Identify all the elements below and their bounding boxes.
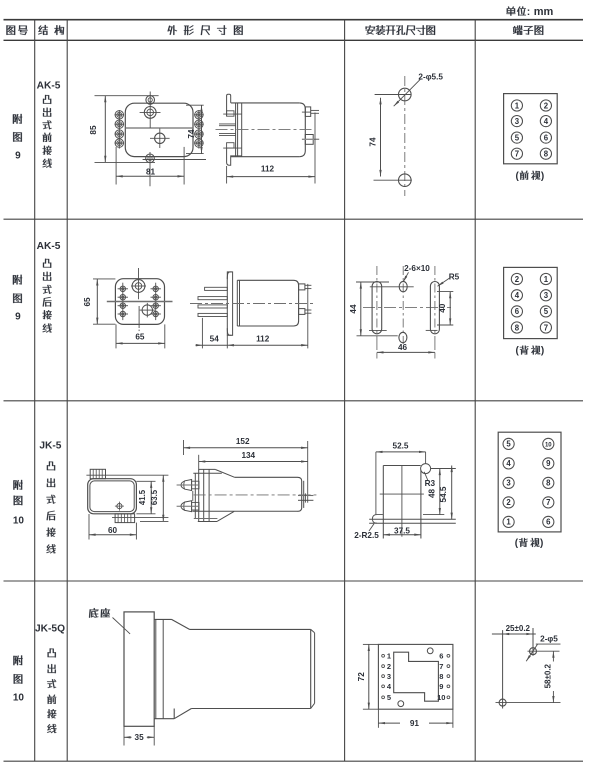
svg-text:91: 91 (410, 719, 420, 728)
svg-text:1: 1 (387, 652, 391, 661)
svg-text:8: 8 (515, 323, 520, 332)
svg-text:10: 10 (437, 693, 445, 702)
svg-text:(: ( (516, 171, 520, 182)
svg-text:2-R2.5: 2-R2.5 (354, 531, 379, 540)
svg-text:2: 2 (544, 101, 549, 110)
svg-text:): ) (540, 538, 543, 549)
svg-text:152: 152 (236, 437, 250, 446)
svg-text:(: ( (515, 538, 519, 549)
svg-text:): ) (541, 171, 544, 182)
svg-text:54.5: 54.5 (439, 486, 448, 502)
svg-text:AK-5: AK-5 (37, 80, 61, 91)
svg-text:7: 7 (544, 323, 548, 332)
svg-text:3: 3 (515, 117, 520, 126)
svg-text:(: ( (516, 346, 520, 357)
svg-text:1: 1 (515, 101, 520, 110)
svg-text:6: 6 (544, 133, 549, 142)
svg-text:3: 3 (544, 291, 549, 300)
svg-text:4: 4 (515, 291, 520, 300)
svg-text:72: 72 (357, 672, 366, 682)
svg-text:2: 2 (506, 498, 511, 507)
svg-text:AK-5: AK-5 (37, 241, 61, 252)
svg-text:48: 48 (427, 489, 436, 499)
svg-text:1: 1 (506, 518, 511, 527)
svg-text:85: 85 (89, 125, 98, 135)
svg-text:7: 7 (546, 498, 550, 507)
svg-text:63.5: 63.5 (150, 489, 159, 505)
svg-text:4: 4 (387, 682, 392, 691)
svg-text:10: 10 (13, 693, 25, 704)
svg-text:2: 2 (387, 662, 391, 671)
svg-text:2: 2 (515, 275, 520, 284)
svg-text:9: 9 (439, 682, 443, 691)
svg-text:3: 3 (387, 672, 391, 681)
svg-text:mm: mm (534, 6, 554, 18)
svg-text:8: 8 (546, 479, 551, 488)
svg-text:52.5: 52.5 (393, 442, 409, 451)
svg-text:2-φ5.5: 2-φ5.5 (418, 73, 443, 82)
svg-text:54: 54 (210, 334, 220, 343)
svg-text:6: 6 (546, 518, 551, 527)
svg-text:40: 40 (438, 303, 447, 313)
svg-text:2-φ5: 2-φ5 (540, 635, 558, 644)
svg-text:10: 10 (13, 516, 25, 527)
svg-text:74: 74 (187, 129, 196, 139)
svg-text:): ) (541, 346, 544, 357)
svg-text::: : (527, 6, 531, 18)
svg-text:5: 5 (515, 133, 520, 142)
svg-text:9: 9 (15, 312, 21, 323)
svg-text:6: 6 (439, 652, 443, 661)
svg-text:2-6×10: 2-6×10 (404, 264, 430, 273)
svg-text:112: 112 (261, 165, 275, 174)
svg-text:65: 65 (135, 333, 145, 342)
svg-text:JK-5: JK-5 (39, 440, 61, 451)
svg-text:10: 10 (545, 443, 552, 449)
svg-text:44: 44 (349, 304, 358, 314)
svg-text:JK-5Q: JK-5Q (35, 624, 65, 635)
svg-text:R3: R3 (425, 479, 436, 488)
svg-text:9: 9 (546, 459, 551, 468)
svg-text:41.5: 41.5 (138, 489, 147, 505)
svg-text:7: 7 (515, 150, 519, 159)
svg-text:5: 5 (506, 440, 511, 449)
svg-text:R5: R5 (449, 272, 460, 281)
svg-text:9: 9 (15, 151, 21, 162)
svg-text:112: 112 (256, 334, 270, 343)
svg-text:60: 60 (108, 526, 118, 535)
svg-text:5: 5 (387, 693, 391, 702)
svg-text:25±0.2: 25±0.2 (506, 624, 531, 633)
svg-text:8: 8 (439, 672, 443, 681)
svg-text:4: 4 (544, 117, 549, 126)
svg-text:6: 6 (515, 307, 520, 316)
svg-text:65: 65 (83, 297, 92, 307)
svg-text:74: 74 (369, 137, 378, 147)
svg-text:46: 46 (398, 343, 408, 352)
svg-text:134: 134 (241, 451, 255, 460)
svg-text:3: 3 (506, 479, 511, 488)
svg-text:58±0.2: 58±0.2 (543, 663, 552, 688)
svg-text:7: 7 (439, 662, 443, 671)
svg-text:37.5: 37.5 (394, 527, 410, 536)
svg-text:35: 35 (135, 733, 145, 742)
svg-text:4: 4 (506, 459, 511, 468)
svg-text:5: 5 (544, 307, 549, 316)
svg-text:8: 8 (544, 150, 549, 159)
svg-text:81: 81 (146, 167, 156, 176)
svg-text:1: 1 (544, 275, 549, 284)
